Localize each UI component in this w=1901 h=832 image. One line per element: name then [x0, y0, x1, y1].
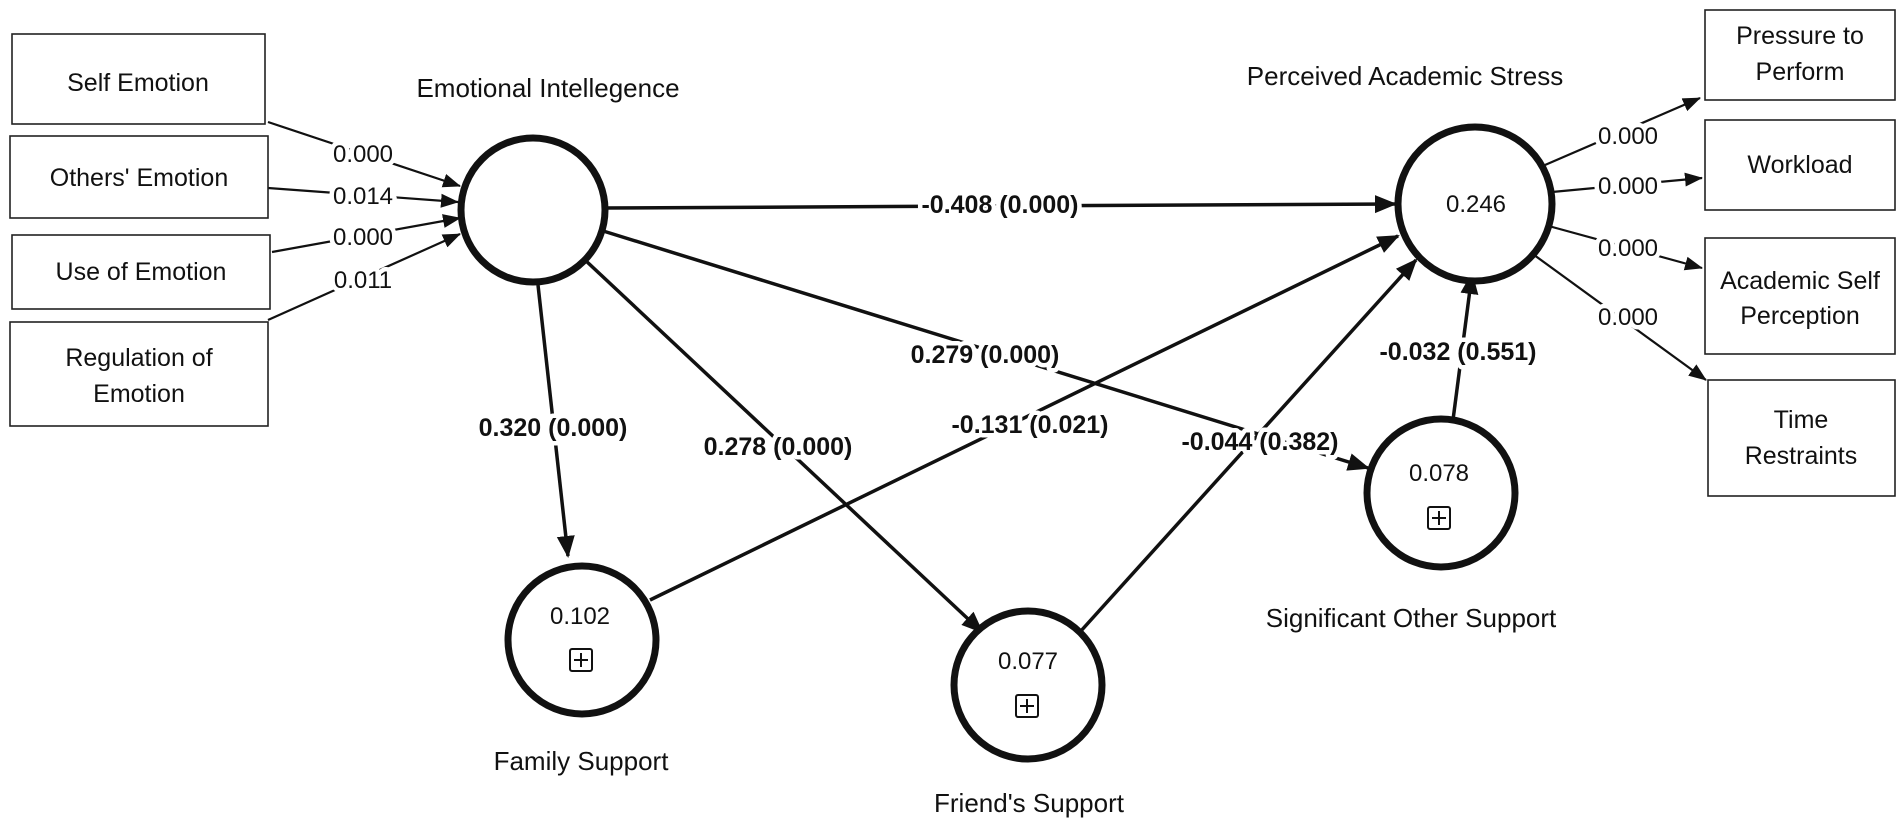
indicator-regulation-of-emotion: Regulation of Emotion: [9, 321, 269, 427]
indicator-label: Perception: [1740, 302, 1860, 330]
edge-pressure-to-perform: [1544, 96, 1701, 167]
indicator-workload: Workload: [1704, 119, 1896, 211]
latent-r2-value: 0.077: [998, 648, 1058, 675]
latent-name: Family Support: [494, 746, 670, 776]
indicator-label: Perform: [1756, 58, 1845, 86]
edge-ei-to-significant: [599, 228, 1370, 471]
indicator-label: Workload: [1747, 151, 1852, 179]
edge-regulation-of-emotion: [267, 232, 461, 322]
latent-friends-support: 0.077 Friend's Support: [934, 607, 1125, 818]
loading-pressure-to-perform: 0.000: [1598, 123, 1658, 150]
latent-name: Friend's Support: [934, 788, 1125, 818]
loading-regulation-of-emotion: 0.011: [334, 267, 392, 294]
edge-ei-to-family: [536, 284, 575, 558]
indicator-use-of-emotion: Use of Emotion: [11, 234, 271, 310]
path-ei-to-friends: 0.278 (0.000): [704, 433, 853, 461]
latent-perceived-academic-stress: 0.246 Perceived Academic Stress: [1247, 61, 1563, 285]
indicator-label: Restraints: [1745, 442, 1858, 470]
edge-self-emotion: [267, 120, 461, 188]
loading-others-emotion: 0.014: [333, 183, 393, 210]
edge-friends-to-stress: [1078, 258, 1418, 634]
path-family-to-stress: -0.131 (0.021): [951, 411, 1108, 439]
indicator-label: Emotion: [93, 380, 185, 408]
edge-use-of-emotion: [271, 214, 461, 254]
indicator-time-restraints: Time Restraints: [1707, 379, 1896, 497]
edge-ei-to-friends: [583, 258, 984, 634]
indicator-label: Others' Emotion: [50, 164, 228, 192]
edge-time-restraints: [1529, 251, 1707, 381]
edge-significant-to-stress: [1451, 272, 1479, 421]
expand-icon[interactable]: [569, 648, 593, 672]
path-ei-to-stress: -0.408 (0.000): [921, 191, 1078, 219]
indicator-label: Pressure to: [1736, 22, 1864, 50]
latent-r2-value: 0.246: [1446, 191, 1506, 218]
loading-use-of-emotion: 0.000: [333, 224, 393, 251]
indicator-pressure-to-perform: Pressure to Perform: [1704, 9, 1896, 101]
path-friends-to-stress: -0.044 (0.382): [1181, 428, 1338, 456]
latent-r2-value: 0.102: [550, 603, 610, 630]
indicator-others-emotion: Others' Emotion: [9, 135, 269, 219]
edge-workload: [1551, 172, 1703, 194]
edge-others-emotion: [267, 186, 459, 208]
indicator-label: Time: [1774, 406, 1829, 434]
latent-name: Emotional Intellegence: [416, 73, 679, 103]
path-significant-to-stress: -0.032 (0.551): [1379, 338, 1536, 366]
expand-icon[interactable]: [1015, 694, 1039, 718]
loading-time-restraints: 0.000: [1598, 304, 1658, 331]
indicator-label: Self Emotion: [67, 69, 209, 97]
expand-icon[interactable]: [1427, 506, 1451, 530]
indicator-self-emotion: Self Emotion: [11, 33, 266, 125]
latent-name: Perceived Academic Stress: [1247, 61, 1563, 91]
indicator-label: Use of Emotion: [56, 258, 227, 286]
path-ei-to-significant: 0.279 (0.000): [911, 341, 1060, 369]
loading-academic-self-perception: 0.000: [1598, 235, 1658, 262]
edge-academic-self-perception: [1544, 223, 1703, 271]
indicator-label: Academic Self: [1720, 267, 1880, 295]
edge-family-to-stress: [649, 234, 1400, 602]
loading-workload: 0.000: [1598, 173, 1658, 200]
latent-significant-other-support: 0.078 Significant Other Support: [1266, 415, 1557, 633]
edge-ei-to-stress: [601, 195, 1397, 214]
path-ei-to-family: 0.320 (0.000): [479, 414, 628, 442]
indicator-label: Regulation of: [65, 344, 212, 372]
latent-family-support: 0.102 Family Support: [494, 562, 670, 776]
loading-self-emotion: 0.000: [333, 141, 393, 168]
latent-emotional-intelligence: Emotional Intellegence: [416, 73, 680, 286]
latent-name: Significant Other Support: [1266, 603, 1557, 633]
indicator-academic-self-perception: Academic Self Perception: [1704, 237, 1896, 355]
latent-r2-value: 0.078: [1409, 460, 1469, 487]
